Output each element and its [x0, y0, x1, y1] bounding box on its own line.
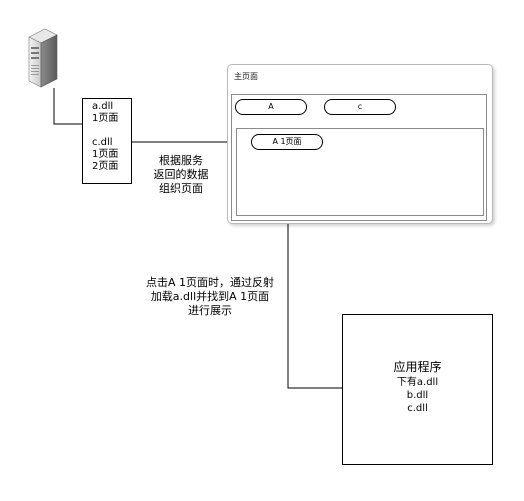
- app-dll-c: c.dll: [407, 403, 428, 414]
- dll-c-page2: 2页面: [92, 161, 119, 172]
- application-title: 应用程序: [393, 360, 442, 374]
- app-dll-a: 下有a.dll: [396, 377, 439, 388]
- main-page-content-frame: [231, 94, 487, 221]
- dll-list-box: a.dll 1页面 c.dll 1页面 2页面: [82, 98, 132, 184]
- dll-a-name: a.dll: [92, 101, 114, 112]
- dll-c-page1: 1页面: [92, 149, 119, 160]
- application-box: [342, 314, 493, 465]
- app-dll-b: b.dll: [406, 390, 429, 401]
- organize-label-line1: 根据服务: [159, 154, 203, 167]
- reflection-label-line2: 加载a.dll并找到A 1页面: [150, 290, 270, 303]
- dll-c-name: c.dll: [92, 137, 113, 148]
- tab-a[interactable]: A: [235, 99, 307, 115]
- organize-label-line3: 组织页面: [159, 182, 203, 195]
- dll-a-page: 1页面: [92, 113, 119, 124]
- reflection-load-label: 点击A 1页面时，通过反射 加载a.dll并找到A 1页面 进行展示: [130, 276, 290, 318]
- main-page-title: 主页面: [234, 72, 258, 81]
- application-dll-list: 下有a.dll b.dll c.dll: [342, 376, 493, 415]
- server-icon: [27, 27, 59, 89]
- tab-c[interactable]: c: [324, 99, 396, 115]
- organize-label-line2: 返回的数据: [153, 168, 209, 181]
- organize-pages-label: 根据服务 返回的数据 组织页面: [146, 154, 216, 196]
- server-to-dll-line: [53, 88, 82, 125]
- a1-page-button[interactable]: A 1页面: [251, 134, 323, 150]
- main-page-inner-panel: [236, 128, 484, 216]
- reflection-label-line3: 进行展示: [188, 304, 232, 317]
- reflection-label-line1: 点击A 1页面时，通过反射: [145, 276, 275, 289]
- button-to-app-line: [287, 150, 342, 389]
